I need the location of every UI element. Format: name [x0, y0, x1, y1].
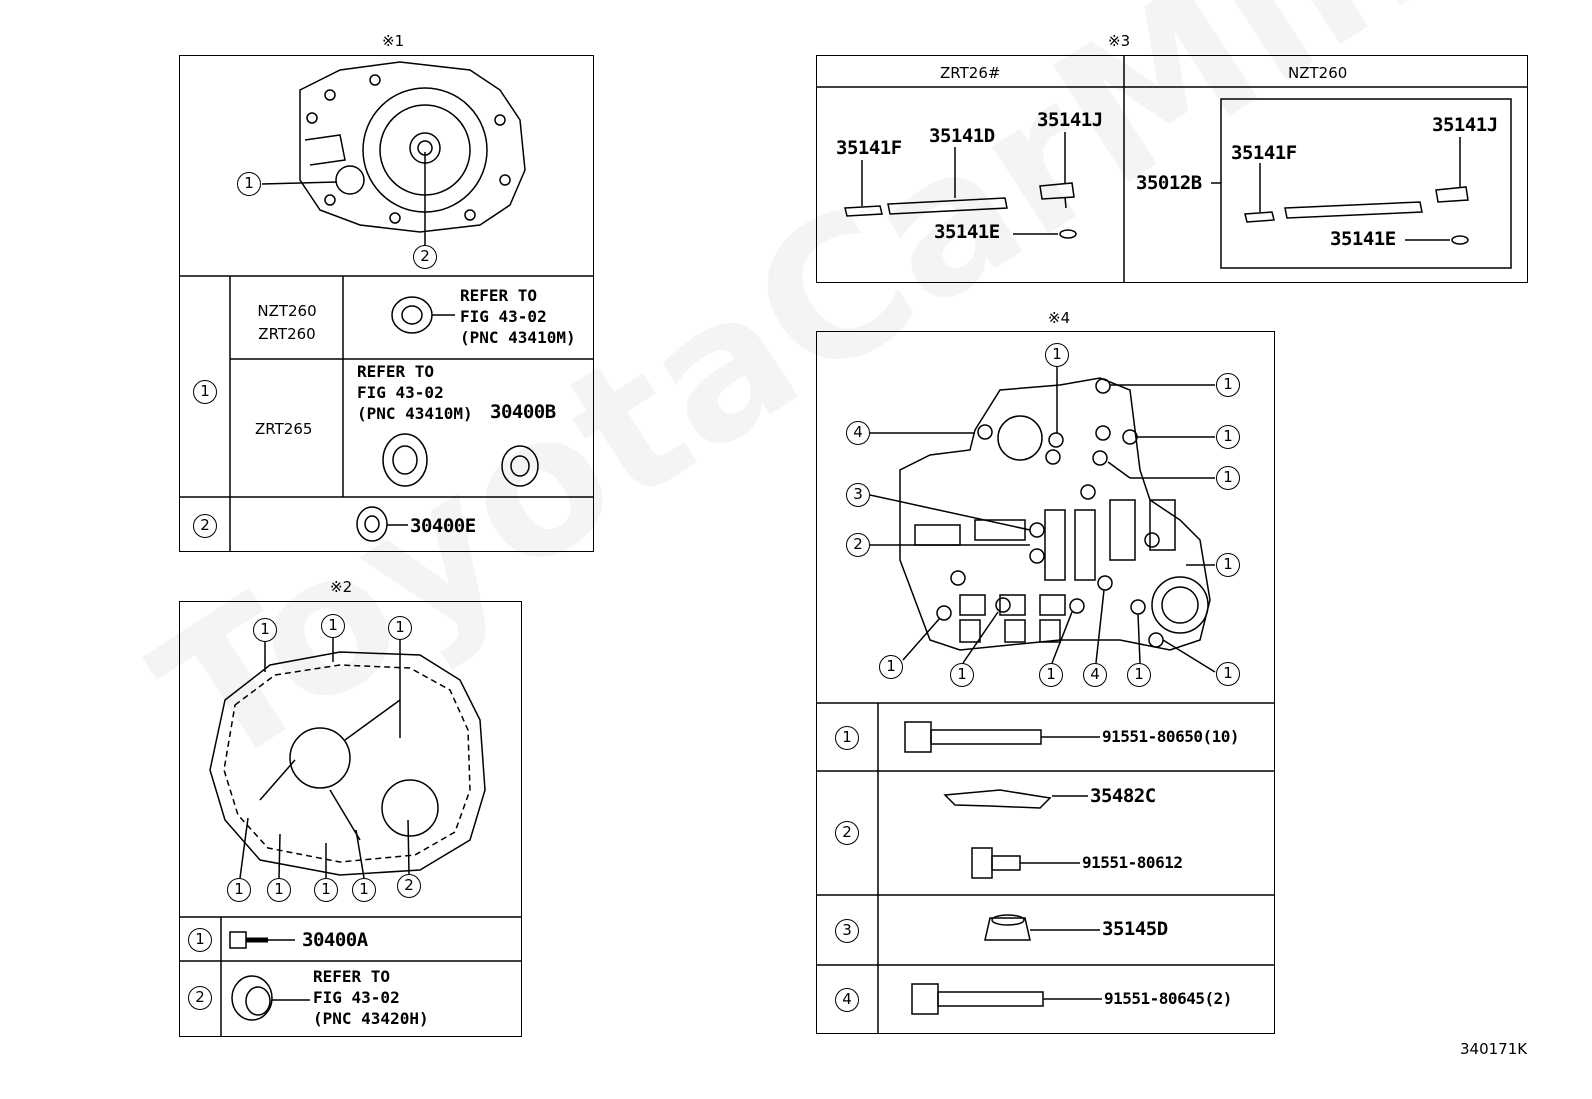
callout-1: 1 [1045, 343, 1069, 367]
part-35141F: 35141F [1231, 142, 1297, 164]
part-35141E: 35141E [934, 221, 1000, 243]
part-35141F: 35141F [836, 137, 902, 159]
part-30400E: 30400E [410, 515, 476, 537]
callout-1: 1 [1216, 553, 1240, 577]
part-91551-80612: 91551-80612 [1082, 853, 1183, 872]
column-zrt26: ZRT26# [940, 64, 1001, 82]
part-35145D: 35145D [1102, 918, 1168, 940]
callout-1: 1 [1216, 373, 1240, 397]
row-callout-2: 2 [188, 986, 212, 1010]
solenoid-pipe-illustration-b [1244, 186, 1469, 245]
callout-1: 1 [253, 618, 277, 642]
callout-1: 1 [388, 616, 412, 640]
callout-1: 1 [1039, 663, 1063, 687]
row-callout-2: 2 [193, 514, 217, 538]
part-35482C: 35482C [1090, 785, 1156, 807]
callout-4: 4 [846, 421, 870, 445]
callout-1: 1 [879, 655, 903, 679]
transaxle-illustration-2 [209, 651, 486, 876]
callout-1: 1 [314, 878, 338, 902]
part-91551-80650: 91551-80650(10) [1102, 727, 1240, 746]
refer-note-3: REFER TO FIG 43-02 (PNC 43420H) [313, 967, 429, 1028]
callout-1: 1 [1216, 662, 1240, 686]
part-30400B: 30400B [490, 401, 556, 423]
refer-note-1: REFER TO FIG 43-02 (PNC 43410M) [460, 286, 576, 347]
part-30400A: 30400A [302, 929, 368, 951]
callout-3: 3 [846, 483, 870, 507]
note-4: ※4 [1048, 309, 1071, 327]
oil-seal-icons-1 [356, 296, 539, 542]
callout-2: 2 [413, 245, 437, 269]
part-35141J: 35141J [1432, 114, 1498, 136]
transaxle-illustration-1 [299, 61, 526, 233]
callout-1: 1 [1127, 663, 1151, 687]
callout-2: 2 [846, 533, 870, 557]
column-nzt260: NZT260 [1288, 64, 1348, 82]
models-nzt-zrt: NZT260 ZRT260 [257, 302, 317, 343]
section-1-frame [179, 55, 594, 552]
row-callout-2: 2 [835, 821, 859, 845]
row-callout-3: 3 [835, 919, 859, 943]
callout-1: 1 [1216, 466, 1240, 490]
callout-2: 2 [397, 874, 421, 898]
callout-1: 1 [237, 172, 261, 196]
row-callout-4: 4 [835, 988, 859, 1012]
row-callout-1: 1 [193, 380, 217, 404]
callout-1: 1 [267, 878, 291, 902]
callout-1: 1 [321, 614, 345, 638]
section-2-frame [179, 601, 522, 1037]
figure-code: 340171K [1460, 1040, 1528, 1058]
part-91551-80645: 91551-80645(2) [1104, 989, 1232, 1008]
part-35141D: 35141D [929, 125, 995, 147]
note-2: ※2 [330, 578, 353, 596]
part-35141E: 35141E [1330, 228, 1396, 250]
note-3: ※3 [1108, 32, 1131, 50]
callout-1: 1 [227, 878, 251, 902]
valve-body-illustration [899, 377, 1211, 651]
model-zrt265: ZRT265 [255, 420, 313, 438]
callout-1: 1 [950, 663, 974, 687]
callout-4: 4 [1083, 663, 1107, 687]
section-4-frame [816, 331, 1275, 1034]
callout-1: 1 [1216, 425, 1240, 449]
part-35141J: 35141J [1037, 109, 1103, 131]
refer-note-2: REFER TO FIG 43-02 (PNC 43410M) [357, 362, 473, 423]
solenoid-pipe-illustration-a [844, 182, 1077, 239]
row-callout-1: 1 [835, 726, 859, 750]
callout-1: 1 [352, 878, 376, 902]
section-3-frame [816, 55, 1528, 283]
note-1: ※1 [382, 32, 405, 50]
row-callout-1: 1 [188, 928, 212, 952]
part-35012B: 35012B [1136, 172, 1202, 194]
